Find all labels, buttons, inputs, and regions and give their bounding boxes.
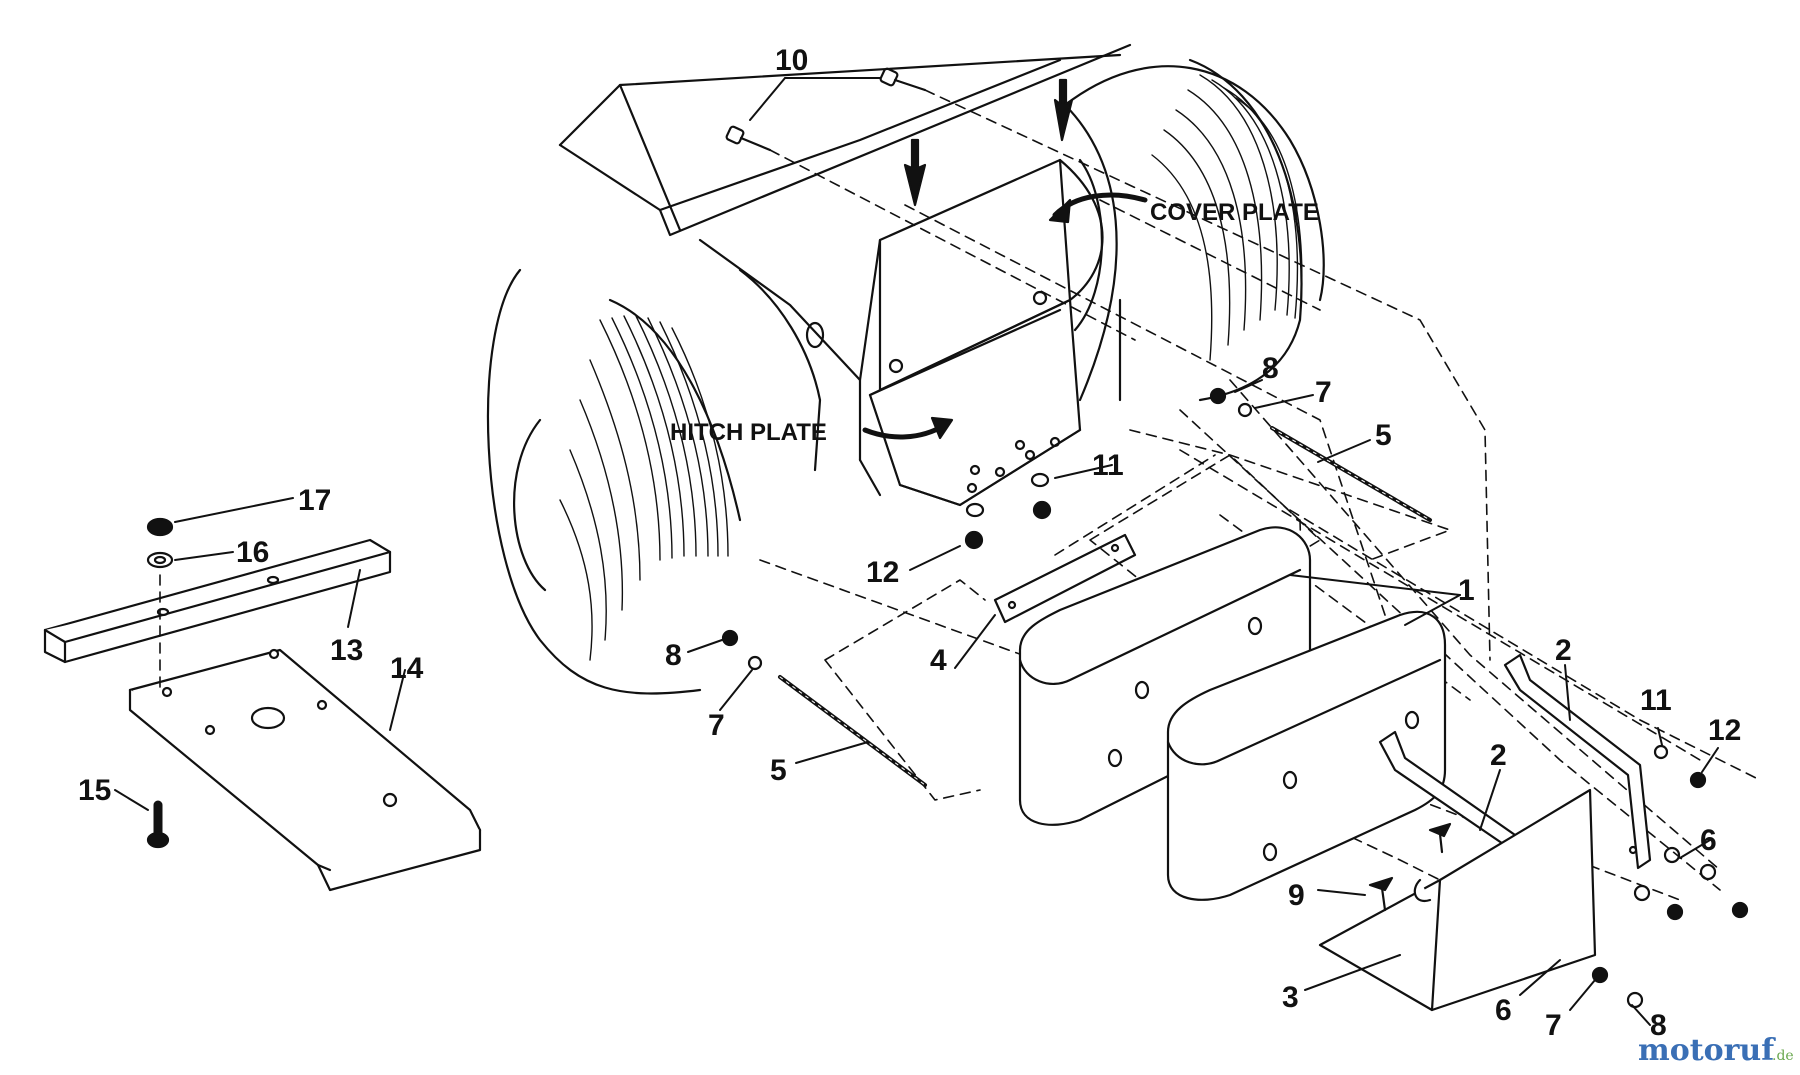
hitch-plate [868,298,1082,507]
plate-part-14 [128,648,482,892]
bar-part-4 [993,533,1137,624]
callout-5-right: 5 [1375,419,1392,452]
cover-plate [868,158,1104,397]
callout-5-left: 5 [770,754,787,787]
bolt-location-arrows [903,78,1074,207]
callout-13: 13 [330,634,363,667]
callout-7-bottom: 7 [1545,1009,1562,1042]
washers-and-nuts [721,387,1749,1009]
nut-part-17 [146,517,174,537]
callout-2-right: 2 [1555,634,1572,667]
bar-part-13 [43,538,392,664]
watermark-logo: motoruf .de [1638,1033,1794,1068]
callout-7-left: 7 [708,709,725,742]
callout-17: 17 [298,484,331,517]
callout-11-center: 11 [1092,449,1124,482]
bracket-part-2-right [1503,653,1652,870]
tractor-body [486,43,1325,695]
callout-12-center: 12 [866,556,899,589]
callout-8-right-top: 8 [1262,352,1279,385]
hitch-plate-arrowhead [930,416,954,440]
watermark-brand: motoruf [1638,1033,1776,1068]
callout-16: 16 [236,536,269,569]
hitch-plate-arrow [862,422,948,440]
callout-7-right-top: 7 [1315,376,1332,409]
callout-14: 14 [390,652,424,685]
callout-8-bottom: 8 [1650,1009,1667,1042]
bolt-part-10 [725,67,927,152]
hitch-plate-label: HITCH PLATE [670,419,827,446]
text-labels: COVER PLATE HITCH PLATE 10 1 2 2 3 4 5 5… [78,44,1741,1042]
bolt-part-15 [146,800,170,849]
callout-6-right: 6 [1700,824,1717,857]
screw-part-9 [1368,822,1452,912]
callout-8-left: 8 [665,639,682,672]
callout-11-right: 11 [1640,684,1672,717]
callout-3: 3 [1282,981,1299,1014]
weight-part-1-front [1166,610,1447,901]
callout-6-bottom: 6 [1495,994,1512,1027]
watermark-tld: .de [1772,1048,1794,1064]
rod-part-5-left [778,675,927,787]
callout-10: 10 [775,44,808,77]
cover-plate-label: COVER PLATE [1150,199,1319,226]
base-bracket-part-3 [1318,788,1597,1012]
callout-15: 15 [78,774,111,807]
rod-part-5-right [1270,426,1432,522]
leader-lines [114,77,1719,1026]
callout-12-right: 12 [1708,714,1741,747]
callout-9: 9 [1288,879,1305,912]
cover-plate-arrowhead [1048,198,1072,224]
callout-2-left: 2 [1490,739,1507,772]
callout-4: 4 [930,644,947,677]
callout-1: 1 [1458,574,1475,607]
washer-part-16 [146,551,174,569]
